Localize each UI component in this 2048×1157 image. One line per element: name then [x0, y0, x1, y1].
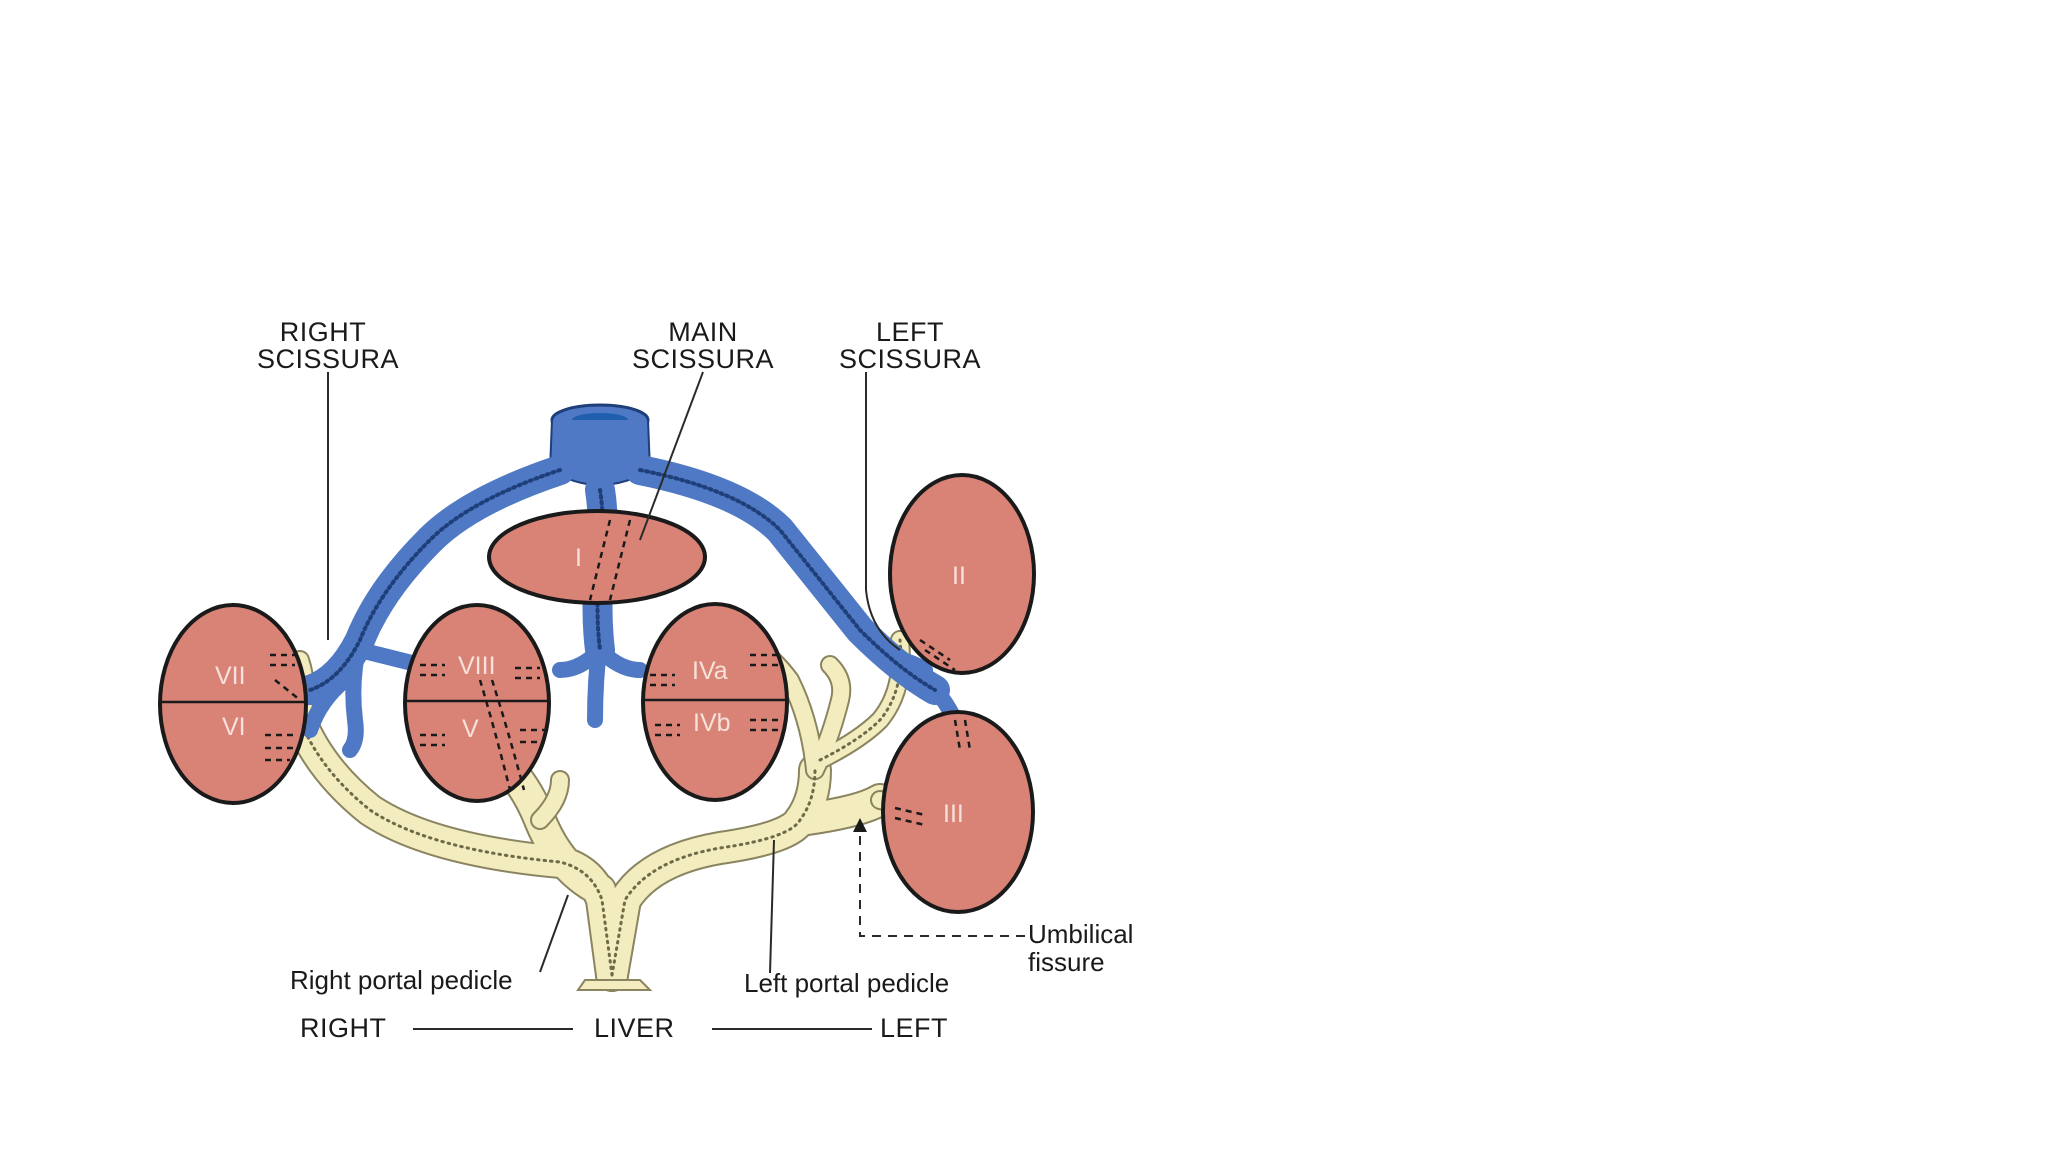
portal-pedicle-tree	[235, 630, 915, 992]
main-scissura-label: MAIN	[668, 317, 738, 347]
segment-II: II	[888, 473, 1036, 675]
umbilical-fissure-label-2: fissure	[1028, 947, 1105, 977]
leader-lines	[327, 371, 1025, 1030]
annotation-labels: Umbilical fissure Right portal pedicle L…	[290, 919, 1133, 998]
segment-I: I	[487, 509, 707, 605]
segment-label-IVb: IVb	[693, 709, 731, 737]
segment-VIII-V: VIII V	[403, 603, 551, 803]
scissura-labels: RIGHT SCISSURA MAIN SCISSURA LEFT SCISSU…	[257, 317, 981, 374]
hepatic-vein-tree	[295, 403, 973, 758]
umbilical-fissure-label: Umbilical	[1028, 919, 1133, 949]
axis-left-label: LEFT	[880, 1013, 948, 1043]
axis-liver-label: LIVER	[594, 1013, 675, 1043]
left-scissura-label-2: SCISSURA	[839, 344, 981, 374]
segment-IVa-IVb: IVa IVb	[641, 602, 789, 802]
segment-label-I: I	[575, 544, 582, 572]
segment-label-III: III	[943, 800, 964, 828]
main-scissura-label-2: SCISSURA	[632, 344, 774, 374]
segment-label-VIII: VIII	[458, 652, 496, 680]
segment-label-VI: VI	[222, 713, 246, 741]
segment-label-II: II	[952, 562, 966, 590]
segment-label-V: V	[462, 715, 479, 743]
left-scissura-label: LEFT	[876, 317, 944, 347]
right-portal-pedicle-label: Right portal pedicle	[290, 965, 513, 995]
segment-label-VII: VII	[215, 662, 246, 690]
left-portal-pedicle-label: Left portal pedicle	[744, 968, 949, 998]
segment-label-IVa: IVa	[692, 657, 728, 685]
segment-VII-VI: VII VI	[158, 603, 308, 805]
right-scissura-label: RIGHT	[280, 317, 367, 347]
axis-right-label: RIGHT	[300, 1013, 387, 1043]
right-scissura-label-2: SCISSURA	[257, 344, 399, 374]
orientation-axis: RIGHT LIVER LEFT	[300, 1013, 948, 1043]
segment-III: III	[881, 710, 1035, 914]
